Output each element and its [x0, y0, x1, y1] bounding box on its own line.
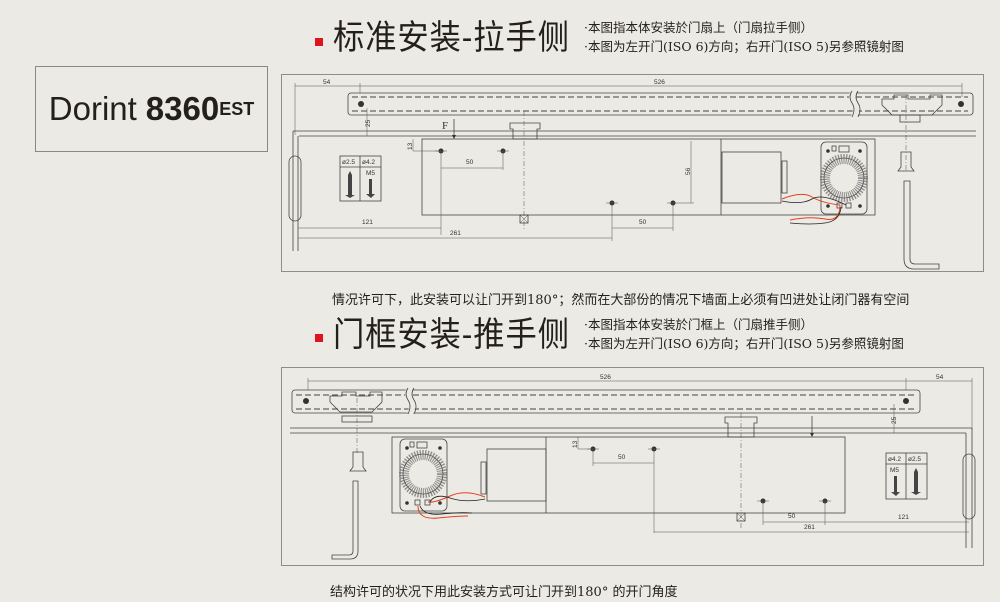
motor-block — [486, 448, 547, 502]
section1-caption: 情况许可下，此安装可以让门开到180°；然而在大部份的情况下墙面上必须有凹进处让… — [332, 293, 910, 308]
dim-50-bottom: 50 — [788, 513, 796, 520]
screw-icon — [958, 101, 964, 107]
dim-50-top: 50 — [466, 159, 474, 166]
dim-261: 261 — [804, 524, 815, 531]
screw-spec-table: ø2.5 ø4.2 M5 — [339, 155, 382, 202]
mounting-holes — [590, 446, 828, 504]
dim-13: 13 — [572, 440, 579, 448]
section2-note-2: ·本图为左开门(ISO 6)方向；右开门(ISO 5)另参照镜射图 — [584, 336, 904, 351]
logo-brand: Dorint — [48, 90, 137, 127]
pivot-bracket — [881, 94, 943, 116]
slide-rail — [347, 92, 974, 116]
allen-key-icon — [331, 480, 359, 560]
dim-13: 13 — [407, 142, 414, 150]
slide-rail — [291, 389, 921, 414]
pivot-bracket — [329, 391, 383, 413]
section2-caption: 结构许可的状况下用此安装方式可让门开到180° 的开门角度 — [330, 585, 678, 600]
screw-size-b: ø4.2 — [362, 159, 375, 166]
mounting-holes — [438, 148, 676, 206]
dim-526: 526 — [600, 374, 611, 381]
dim-526: 526 — [654, 79, 665, 86]
screw-size-c: M5 — [366, 170, 375, 177]
section2-title: 门框安装-推手侧 — [333, 315, 570, 355]
allen-key-icon — [903, 180, 940, 270]
screw-size-b: ø2.5 — [908, 456, 921, 463]
section2-note-1: ·本图指本体安装於门框上（门扇推手侧） — [584, 317, 813, 332]
logo-suffix: EST — [219, 98, 255, 119]
dim-50-bottom: 50 — [639, 219, 647, 226]
screw-icon — [903, 398, 909, 404]
wire-black — [429, 495, 486, 503]
screw-size-a: ø2.5 — [342, 159, 355, 166]
hinge-icon — [288, 155, 302, 222]
section2-diagram: 526 54 25 13 50 50 121 261 ø4.2 ø2.5 — [281, 367, 984, 566]
dim-121: 121 — [898, 514, 909, 521]
closer-body — [391, 436, 846, 514]
pivot-pin — [897, 151, 915, 172]
section1-bullet — [315, 38, 323, 46]
pivot-pin — [349, 451, 367, 472]
dim-121: 121 — [362, 219, 373, 226]
screw-size-a: ø4.2 — [888, 456, 901, 463]
dim-261: 261 — [450, 230, 461, 237]
logo-model: 8360 — [145, 90, 220, 127]
motor-block — [721, 151, 782, 204]
screw-spec-table: ø4.2 ø2.5 M5 — [885, 452, 928, 500]
hinge-icon — [962, 453, 976, 520]
wire-black — [781, 196, 847, 206]
screw-size-c: M5 — [890, 467, 899, 474]
dim-50-top: 50 — [618, 454, 626, 461]
screw-icon — [358, 101, 364, 107]
force-label: F — [442, 120, 448, 132]
section1-title: 标准安装-拉手侧 — [333, 18, 570, 58]
section2-bullet — [315, 334, 323, 342]
dim-56: 56 — [685, 167, 692, 175]
dim-54: 54 — [323, 79, 331, 86]
section1-diagram: 54 526 25 F 13 50 56 121 261 — [281, 74, 984, 272]
dim-25: 25 — [891, 416, 898, 424]
wire-red — [781, 193, 841, 206]
wire-red — [427, 492, 486, 503]
closer-body — [421, 138, 876, 216]
screw-icon — [303, 398, 309, 404]
dim-54: 54 — [936, 374, 944, 381]
section1-note-2: ·本图为左开门(ISO 6)方向；右开门(ISO 5)另参照镜射图 — [584, 39, 904, 54]
section1-note-1: ·本图指本体安装於门扇上（门扇拉手侧） — [584, 20, 813, 35]
dim-25: 25 — [365, 119, 372, 127]
